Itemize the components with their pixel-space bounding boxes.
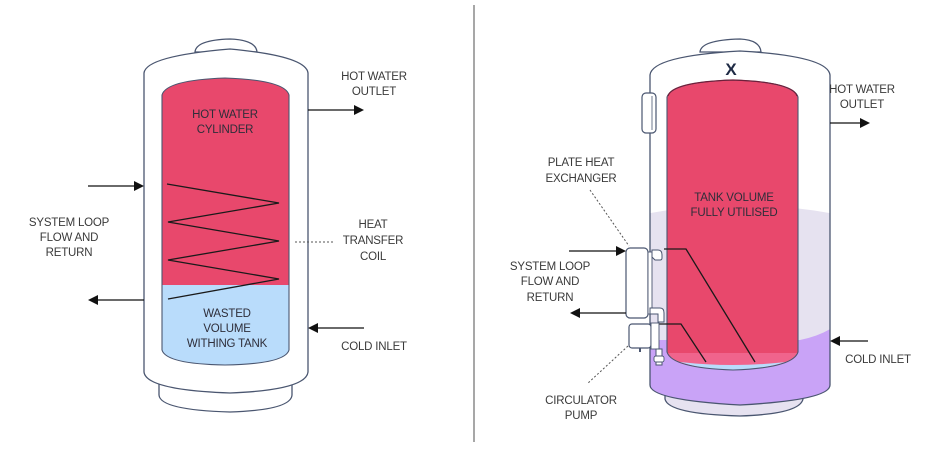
right-diagram: X TANK VOLUME FULLY UTILISED HOT WATER O… [510,38,911,422]
left-hot-outlet-label-line2: OUTLET [352,86,396,98]
plate-hx-label-line1: PLATE HEAT [548,157,615,169]
left-inner-vessel-outline [161,77,290,366]
left-hot-outlet-label-line1: HOT WATER [341,71,407,83]
right-cold-inlet-label: COLD INLET [845,354,911,366]
pump-connector [650,322,660,350]
right-hot-outlet-arrowhead [860,118,870,128]
side-gauge [641,92,657,134]
coil-label-line2: TRANSFER [343,235,403,247]
right-tank-cap [699,38,762,53]
left-cold-inlet-arrowhead [308,323,318,333]
left-cold-inlet-label: COLD INLET [341,341,407,353]
left-hot-water-region [162,78,289,285]
wasted-label-line1: WASTED [203,308,251,320]
coil-label-line1: HEAT [358,219,387,231]
flow-pipe-to-tank [664,248,756,363]
right-cold-inlet-arrowhead [830,336,840,346]
right-hot-water-region [667,80,798,370]
pump-label-line1: CIRCULATOR [545,395,617,407]
right-system-loop-label-line1: SYSTEM LOOP [510,261,591,273]
pump-label-line2: PUMP [565,410,598,422]
return-pipe-from-tank [658,323,707,363]
pump-lower-fitting [653,355,665,363]
plate-hx-label-line2: EXCHANGER [545,173,616,185]
right-tank-shell-outline [649,50,831,406]
left-hot-outlet-arrowhead [354,105,364,115]
pump-leader-line [586,345,629,385]
right-return-arrowhead [570,308,580,318]
left-return-arrowhead [88,295,98,305]
left-tank-title-line1: HOT WATER [192,109,258,121]
right-flow-in-arrowhead [616,246,626,256]
right-inner-top-edge [667,79,798,97]
tank-volume-label-line1: TANK VOLUME [694,192,774,204]
left-system-loop-label-line2: FLOW AND [40,232,98,244]
hx-top-fitting [651,249,663,261]
plate-hx-side-plate [647,251,653,315]
circulator-pump [628,323,652,349]
left-system-loop-label-line1: SYSTEM LOOP [29,217,110,229]
top-x-mark: X [725,60,737,79]
heat-transfer-coil [166,183,280,300]
coil-label-line3: COIL [360,251,387,263]
right-system-loop-label-line3: RETURN [527,292,574,304]
hx-bottom-elbow [649,307,665,323]
left-flow-in-arrowhead [134,181,144,191]
wasted-label-line2: VOLUME [203,323,251,335]
left-diagram: HOT WATER CYLINDER WASTED VOLUME WITHING… [29,38,407,413]
wasted-label-line3: WITHING TANK [187,338,268,350]
right-system-loop-label-line2: FLOW AND [521,276,579,288]
left-tank-title-line2: CYLINDER [197,124,254,136]
plate-heat-exchanger [625,247,649,319]
plate-hx-leader-line [589,189,630,247]
right-hot-outlet-label-line2: OUTLET [840,99,884,111]
left-tank-cap [194,38,258,53]
left-wasted-volume-region [162,285,289,365]
right-hot-outlet-label-line1: HOT WATER [829,84,895,96]
left-system-loop-label-line3: RETURN [46,247,93,259]
tank-volume-label-line2: FULLY UTILISED [691,207,778,219]
